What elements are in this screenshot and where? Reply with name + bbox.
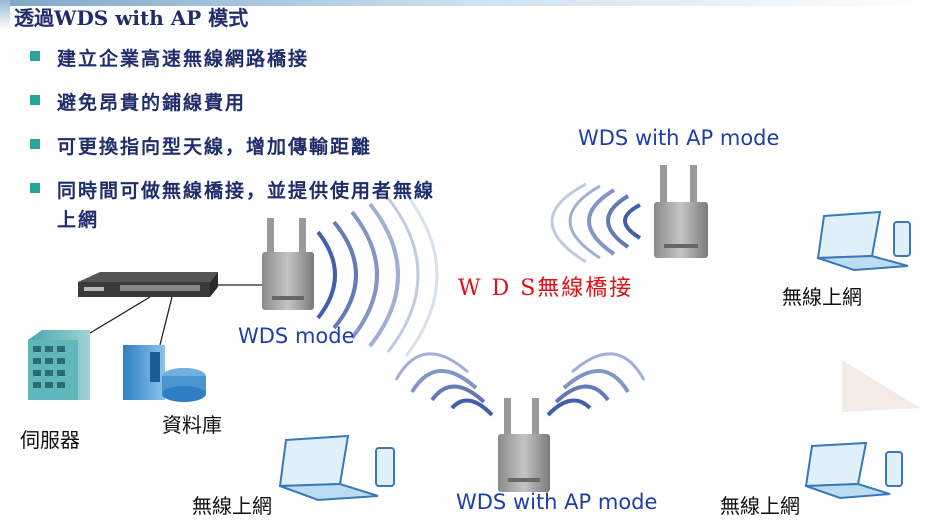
access-point-icon	[498, 398, 550, 492]
wireless-wave-icon	[394, 352, 646, 417]
label-wds-bridge: W D S無線橋接	[458, 276, 634, 301]
bullet-text-4-cont: 上網	[57, 209, 100, 231]
decorative-shape	[842, 360, 920, 412]
label-wireless-bottom-left: 無線上網	[192, 494, 272, 518]
label-wireless-right-top: 無線上網	[782, 285, 862, 309]
wireless-wave-icon	[550, 182, 642, 264]
database-icon	[123, 345, 206, 402]
bullet-text-3: 可更換指向型天線，增加傳輸距離	[57, 136, 373, 158]
network-cables	[89, 284, 262, 346]
label-server: 伺服器	[20, 428, 80, 452]
slide-heading: 透過WDS with AP 模式	[14, 6, 249, 30]
access-point-icon	[654, 165, 708, 258]
left-accent	[0, 0, 10, 30]
server-icon	[28, 330, 90, 400]
bullet-text-4: 同時間可做無線橋接，並提供使用者無線	[57, 180, 436, 202]
bullet-text-2: 避免昂貴的鋪線費用	[57, 92, 247, 114]
bullet-marker	[30, 139, 40, 149]
laptop-phone-icon	[816, 210, 911, 272]
label-ap-bottom: WDS with AP mode	[456, 490, 658, 514]
label-database: 資料庫	[162, 413, 222, 437]
bullet-text-1: 建立企業高速無線網路橋接	[57, 48, 310, 70]
bullet-marker	[30, 51, 40, 61]
wireless-wave-icon	[316, 193, 439, 357]
switch-icon	[78, 272, 218, 297]
laptop-phone-icon	[278, 434, 395, 502]
bullet-marker	[30, 183, 40, 193]
bullet-marker	[30, 95, 40, 105]
laptop-phone-icon	[804, 441, 903, 500]
label-ap-top: WDS with AP mode	[578, 126, 780, 150]
access-point-icon	[262, 218, 314, 310]
label-wireless-bottom-right: 無線上網	[720, 494, 800, 518]
label-wds-mode: WDS mode	[238, 324, 355, 348]
top-gradient-bar	[0, 0, 935, 6]
